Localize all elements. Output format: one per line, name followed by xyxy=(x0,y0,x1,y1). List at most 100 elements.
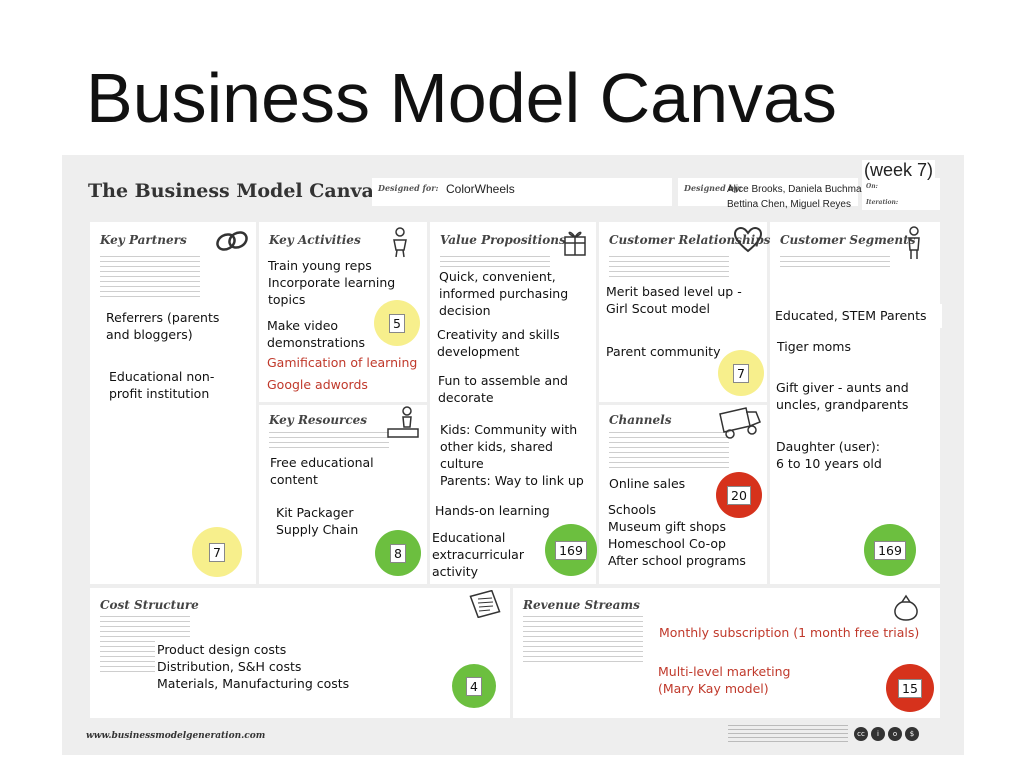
key-activities-title: Key Activities xyxy=(269,233,361,247)
key-partners-note: Educational non- profit institution xyxy=(109,368,214,402)
value-propositions-note: Quick, convenient, informed purchasing d… xyxy=(437,268,571,319)
note-line: Referrers (parents xyxy=(106,310,220,325)
designed-by-label: Designed by: xyxy=(684,183,742,193)
key-resources-title: Key Resources xyxy=(269,413,368,427)
note-line: Free educational xyxy=(270,455,374,470)
receipt-icon xyxy=(469,590,501,618)
iteration-field xyxy=(862,196,940,210)
note-line: informed purchasing xyxy=(439,286,569,301)
note-line: Incorporate learning xyxy=(268,275,396,290)
key-activities-red-note: Google adwords xyxy=(267,377,368,392)
key-resources-note: Kit Packager Supply Chain xyxy=(276,504,358,538)
badge-number: 7 xyxy=(209,542,225,562)
cc-icon: cc xyxy=(854,727,868,741)
customer-segments-note: Tiger moms xyxy=(777,339,851,354)
note-line: Kids: Community with xyxy=(440,422,578,437)
key-partners-count-badge: 7 xyxy=(192,527,242,577)
note-line: other kids, shared xyxy=(440,439,553,454)
customer-relationships-title: Customer Relationships xyxy=(609,233,771,247)
channels-guide-text xyxy=(609,432,729,470)
note-line: decision xyxy=(439,303,491,318)
note-line: 6 to 10 years old xyxy=(776,456,882,471)
key-resources-count-badge: 8 xyxy=(375,530,421,576)
badge-number: 5 xyxy=(389,313,405,333)
designed-by-line-1: Alice Brooks, Daniela Buchman, xyxy=(727,184,870,195)
note-line: Supply Chain xyxy=(276,522,359,537)
value-propositions-note: Fun to assemble and decorate xyxy=(438,372,568,406)
channels-note: Online sales xyxy=(607,475,688,492)
customer-segments-title: Customer Segments xyxy=(780,233,916,247)
key-activities-red-note: Gamification of learning xyxy=(267,355,418,370)
customer-relationships-guide-text xyxy=(609,256,729,280)
gift-icon xyxy=(564,231,586,256)
by-icon: i xyxy=(871,727,885,741)
note-line: Materials, Manufacturing costs xyxy=(157,676,350,691)
note-line: Merit based level up - xyxy=(606,284,742,299)
note-line: Educational non- xyxy=(109,369,215,384)
note-line: uncles, grandparents xyxy=(776,397,909,412)
note-line: After school programs xyxy=(608,553,746,568)
cost-structure-count-badge: 4 xyxy=(452,664,496,708)
key-activities-count-badge: 5 xyxy=(374,300,420,346)
factory-worker-icon xyxy=(387,406,419,438)
heart-icon xyxy=(733,227,763,253)
cost-structure-note: Product design costs Distribution, S&H c… xyxy=(155,641,352,692)
revenue-streams-title: Revenue Streams xyxy=(523,598,640,612)
note-line: (Mary Kay model) xyxy=(658,681,769,696)
note-line: Girl Scout model xyxy=(606,301,710,316)
note-line: Multi-level marketing xyxy=(658,664,791,679)
note-line: topics xyxy=(268,292,306,307)
slide-title: Business Model Canvas xyxy=(86,59,837,137)
customer-relationships-note: Parent community xyxy=(606,344,721,359)
iteration-label: Iteration: xyxy=(866,199,899,206)
revenue-streams-count-badge: 15 xyxy=(886,664,934,712)
value-propositions-note: Kids: Community with other kids, shared … xyxy=(438,421,586,489)
key-resources-note: Free educational content xyxy=(268,454,376,488)
note-line: Homeschool Co-op xyxy=(608,536,726,551)
note-line: extracurricular xyxy=(432,547,524,562)
key-partners-guide-text xyxy=(100,256,200,298)
worker-icon xyxy=(393,227,407,258)
value-propositions-note: Hands-on learning xyxy=(435,503,550,518)
key-activities-note: Make video demonstrations xyxy=(267,317,365,351)
note-line: Daughter (user): xyxy=(776,439,880,454)
note-line: profit institution xyxy=(109,386,210,401)
note-line: Parents: Way to link up xyxy=(440,473,584,488)
designed-for-field xyxy=(372,178,672,206)
note-line: Kit Packager xyxy=(276,505,354,520)
key-partners-note: Referrers (parents and bloggers) xyxy=(106,309,219,343)
note-line: Fun to assemble and xyxy=(438,373,568,388)
note-line: and bloggers) xyxy=(106,327,193,342)
note-line: Gift giver - aunts and xyxy=(776,380,909,395)
customer-segments-block xyxy=(770,222,940,584)
channels-note: Schools Museum gift shops Homeschool Co-… xyxy=(606,501,748,569)
canvas-title: The Business Model Canvas xyxy=(88,180,385,202)
key-resources-guide-text xyxy=(269,432,389,450)
note-line: demonstrations xyxy=(267,335,366,350)
note-line: Schools xyxy=(608,502,657,517)
revenue-streams-guide-text xyxy=(523,616,643,666)
badge-number: 169 xyxy=(555,540,587,560)
badge-number: 169 xyxy=(874,540,906,560)
designed-by-field xyxy=(678,178,858,206)
note-line: Train young reps xyxy=(268,258,372,273)
note-line: Museum gift shops xyxy=(608,519,726,534)
note-line: development xyxy=(437,344,520,359)
note-line: Creativity and skills xyxy=(437,327,560,342)
footer-url: www.businessmodelgeneration.com xyxy=(86,731,266,741)
badge-number: 4 xyxy=(466,676,482,696)
customer-relationships-count-badge: 7 xyxy=(718,350,764,396)
designed-for-label: Designed for: xyxy=(378,183,439,193)
customer-segments-count-badge: 169 xyxy=(864,524,916,576)
customer-relationships-note: Merit based level up - Girl Scout model xyxy=(604,283,744,317)
value-propositions-guide-text xyxy=(440,256,550,270)
badge-number: 20 xyxy=(727,485,751,505)
customer-segments-note: Educated, STEM Parents xyxy=(773,304,942,328)
key-activities-note: Train young reps Incorporate learning to… xyxy=(266,257,398,308)
note-line: Educational xyxy=(432,530,506,545)
channels-title: Channels xyxy=(609,413,672,427)
cost-structure-title: Cost Structure xyxy=(100,598,199,612)
channels-count-badge: 20 xyxy=(716,472,762,518)
revenue-streams-red-note: Monthly subscription (1 month free trial… xyxy=(657,624,922,641)
value-propositions-count-badge: 169 xyxy=(545,524,597,576)
